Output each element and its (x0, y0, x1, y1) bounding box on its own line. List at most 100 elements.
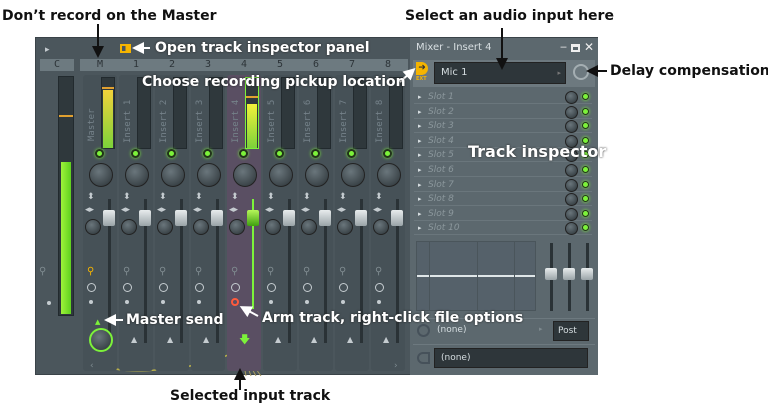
clock-icon[interactable] (87, 283, 96, 292)
minimize-button[interactable]: ‒ (560, 40, 567, 53)
eq-graph[interactable] (416, 241, 536, 311)
pan-knob[interactable] (121, 219, 137, 235)
volume-knob[interactable] (269, 163, 293, 187)
record-icon[interactable]: ⚲ (375, 266, 383, 277)
volume-knob[interactable] (161, 163, 185, 187)
channel-number[interactable]: 3 (204, 59, 212, 70)
eq-band-fader[interactable] (563, 268, 575, 280)
record-icon[interactable]: ⚲ (39, 266, 47, 277)
volume-knob[interactable] (377, 163, 401, 187)
slot-enable-led[interactable] (582, 136, 589, 144)
volume-knob[interactable] (233, 163, 257, 187)
stereo-separation-icon[interactable]: ⬍ (303, 192, 311, 202)
pan-arrows-icon[interactable]: ◂▸ (121, 205, 131, 215)
pan-arrows-icon[interactable]: ◂▸ (157, 205, 167, 215)
stereo-separation-icon[interactable]: ⬍ (231, 192, 239, 202)
volume-knob[interactable] (125, 163, 149, 187)
volume-knob[interactable] (305, 163, 329, 187)
clock-icon[interactable] (339, 283, 348, 292)
volume-fader[interactable] (319, 210, 331, 226)
close-button[interactable]: ✕ (584, 40, 595, 54)
send-arrow-icon[interactable]: 🡇 (239, 333, 251, 346)
send-arrow-icon[interactable]: ▲ (275, 335, 282, 344)
mixer-channel[interactable]: Insert 8⬍◂▸⚲▲ (371, 75, 405, 371)
pan-knob[interactable] (193, 219, 209, 235)
effect-slot[interactable]: ▸Slot 5 (414, 148, 592, 163)
pan-arrows-icon[interactable]: ◂▸ (373, 205, 383, 215)
scroll-right-icon[interactable]: › (394, 361, 398, 371)
mute-led[interactable] (203, 149, 212, 158)
volume-knob[interactable] (341, 163, 365, 187)
effect-slot[interactable]: ▸Slot 8 (414, 192, 592, 207)
fader-track[interactable] (216, 199, 219, 343)
record-icon[interactable]: ⚲ (303, 266, 311, 277)
volume-fader[interactable] (391, 210, 403, 226)
fader-track[interactable] (324, 199, 327, 343)
stereo-separation-icon[interactable]: ⬍ (267, 192, 275, 202)
fader-track[interactable] (360, 199, 363, 343)
mixer-channel[interactable]: Insert 1⬍◂▸⚲▲ (119, 75, 153, 371)
volume-fader[interactable] (211, 210, 223, 226)
maximize-button[interactable] (571, 44, 580, 52)
pan-arrows-icon[interactable]: ◂▸ (229, 205, 239, 215)
send-arrow-icon[interactable]: ▲ (203, 335, 210, 344)
mute-led[interactable] (167, 149, 176, 158)
stereo-separation-icon[interactable]: ⬍ (339, 192, 347, 202)
fader-track[interactable] (144, 199, 147, 343)
mute-led[interactable] (311, 149, 320, 158)
output-select[interactable]: (none) (434, 348, 588, 368)
slot-enable-led[interactable] (582, 195, 589, 203)
send-arrow-icon[interactable]: ▲ (383, 335, 390, 344)
record-icon[interactable]: ⚲ (267, 266, 275, 277)
pan-arrows-icon[interactable]: ◂▸ (265, 205, 275, 215)
slot-enable-led[interactable] (582, 151, 589, 159)
pan-knob[interactable] (265, 219, 281, 235)
menu-arrow-icon[interactable]: ▸ (45, 45, 50, 55)
clock-icon[interactable] (231, 283, 240, 292)
clock-icon[interactable] (267, 283, 276, 292)
send-arrow-icon[interactable]: ▲ (95, 318, 101, 326)
effect-slot[interactable]: ▸Slot 7 (414, 178, 592, 192)
volume-knob[interactable] (197, 163, 221, 187)
post-button[interactable]: Post (553, 321, 589, 341)
mute-led[interactable] (383, 149, 392, 158)
pan-arrows-icon[interactable]: ◂▸ (85, 205, 95, 215)
slot-enable-led[interactable] (582, 224, 589, 232)
clock-icon[interactable] (123, 283, 132, 292)
mixer-channel[interactable]: Insert 3⬍◂▸⚲▲ (191, 75, 225, 371)
mute-led[interactable] (239, 149, 248, 158)
slot-mix-knob[interactable] (565, 105, 578, 119)
record-icon[interactable]: ⚲ (159, 266, 167, 277)
volume-fader[interactable] (355, 210, 367, 226)
record-icon[interactable]: ⚲ (339, 266, 347, 277)
slot-mix-knob[interactable] (565, 193, 578, 207)
mute-led[interactable] (347, 149, 356, 158)
slot-mix-knob[interactable] (565, 164, 578, 177)
effect-slot[interactable]: ▸Slot 9 (414, 207, 592, 221)
master-send-knob[interactable] (89, 328, 113, 352)
clock-icon[interactable] (375, 283, 384, 292)
stereo-separation-icon[interactable]: ⬍ (123, 192, 131, 202)
pan-arrows-icon[interactable]: ◂▸ (301, 205, 311, 215)
pan-knob[interactable] (373, 219, 389, 235)
clock-icon[interactable] (303, 283, 312, 292)
record-icon[interactable]: ⚲ (231, 266, 239, 277)
slot-enable-led[interactable] (582, 166, 589, 173)
effect-slot[interactable]: ▸Slot 10 (414, 221, 592, 236)
fader-track[interactable] (288, 199, 291, 343)
stereo-separation-icon[interactable]: ⬍ (195, 192, 203, 202)
pan-knob[interactable] (301, 219, 317, 235)
mixer-channel[interactable]: Insert 7⬍◂▸⚲▲ (335, 75, 369, 371)
mixer-channel[interactable]: Insert 4⬍◂▸⚲🡇 (227, 75, 261, 371)
slot-mix-knob[interactable] (565, 222, 578, 236)
volume-fader[interactable] (103, 210, 115, 226)
track-inspector-toggle-icon[interactable] (120, 44, 131, 53)
effect-slot[interactable]: ▸Slot 1 (414, 90, 592, 104)
mixer-channel[interactable]: Master⬍◂▸⚲▲ (83, 75, 117, 371)
pan-knob[interactable] (157, 219, 173, 235)
eq-band-fader[interactable] (581, 268, 593, 280)
mixer-channel[interactable]: Insert 6⬍◂▸⚲▲ (299, 75, 333, 371)
pan-arrows-icon[interactable]: ◂▸ (337, 205, 347, 215)
effect-slot[interactable]: ▸Slot 3 (414, 119, 592, 134)
stereo-separation-icon[interactable]: ⬍ (159, 192, 167, 202)
